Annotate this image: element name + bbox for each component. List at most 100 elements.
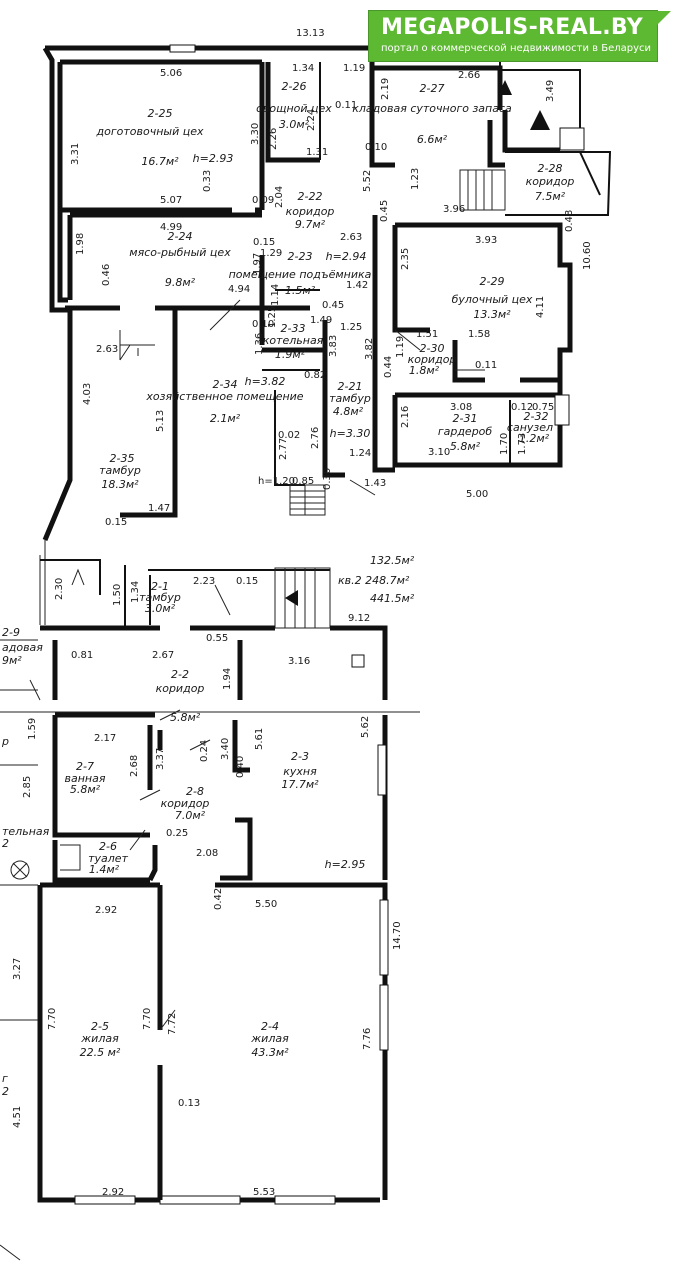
dimension-label: 0.44 [383, 356, 394, 378]
dimension-label: 1.34 [292, 63, 314, 74]
dimension-label: 9.12 [348, 613, 370, 624]
svg-text:г: г [2, 1072, 8, 1085]
svg-text:2-8: 2-8 [186, 785, 204, 798]
svg-text:коридор: коридор [156, 682, 205, 695]
summary-floor-area: кв.2 248.7м² [338, 574, 410, 587]
svg-text:жилая: жилая [80, 1032, 119, 1045]
room-2-26: 2-26 овощной цех 3.0м² [256, 80, 332, 131]
svg-text:2-24: 2-24 [168, 230, 193, 243]
dimension-label: 10.60 [582, 241, 593, 270]
svg-text:2-2: 2-2 [171, 668, 189, 681]
svg-text:помещение подъёмника: помещение подъёмника [229, 268, 372, 281]
svg-text:1.4м²: 1.4м² [89, 863, 120, 876]
dimension-label: 0.12 [511, 402, 533, 413]
dimension-label: 2.35 [400, 248, 411, 270]
svg-text:5.8м²: 5.8м² [70, 783, 101, 796]
svg-text:булочный цех: булочный цех [452, 293, 533, 306]
dimension-label: 0.09 [252, 195, 274, 206]
dimension-label: 2.77 [278, 438, 289, 460]
dimension-label: 3.31 [70, 143, 81, 165]
dimension-label: 5.07 [160, 195, 182, 206]
dimension-label: 1.58 [468, 329, 490, 340]
dimension-label: 0.85 [292, 476, 314, 487]
dimension-label: 4.99 [160, 222, 182, 233]
svg-text:кухня: кухня [283, 765, 317, 778]
svg-text:7.0м²: 7.0м² [175, 809, 206, 822]
svg-text:22.5 м²: 22.5 м² [80, 1046, 121, 1059]
dimension-label: 0.24 [199, 740, 210, 762]
svg-text:2-33: 2-33 [281, 322, 306, 335]
svg-text:5.8м²: 5.8м² [450, 440, 481, 453]
dimension-label: 3.30 [250, 123, 261, 145]
svg-text:9м²: 9м² [2, 654, 22, 667]
room-2-22: 2-22 коридор 9.7м² [286, 190, 335, 231]
dimension-label: 0.15 [105, 517, 127, 528]
dimension-label: 2.92 [95, 905, 117, 916]
svg-text:h=3.30: h=3.30 [330, 427, 371, 440]
dimension-label: 2.76 [310, 427, 321, 449]
dimension-label: 2.08 [196, 848, 218, 859]
dimension-label: 0.40 [235, 756, 246, 778]
dimension-label: 5.06 [160, 68, 182, 79]
svg-text:2-27: 2-27 [420, 82, 445, 95]
svg-text:гардероб: гардероб [438, 425, 493, 438]
dimension-label: 0.10 [365, 142, 387, 153]
dimension-label: 2.17 [94, 733, 116, 744]
svg-text:1.2м²: 1.2м² [519, 432, 550, 445]
dimension-label: 3.27 [12, 958, 23, 980]
room-2-34: 2-34 хозяйственное помещение 2.1м² h=3.8… [145, 375, 303, 425]
brand-name[interactable]: MEGAPOLIS-REAL.BY [381, 15, 643, 40]
svg-text:коридор: коридор [408, 353, 457, 366]
dimension-label: 1.98 [75, 233, 86, 255]
svg-text:9.8м²: 9.8м² [165, 276, 196, 289]
svg-text:кладовая суточного запаса: кладовая суточного запаса [352, 102, 512, 115]
dimension-label: 0.48 [564, 210, 575, 232]
svg-text:h=2.94: h=2.94 [326, 250, 367, 263]
dimension-label: 14.70 [392, 921, 403, 950]
brand-corner [657, 11, 671, 25]
svg-text:18.3м²: 18.3м² [101, 478, 139, 491]
svg-text:тельная: тельная [2, 825, 50, 838]
svg-text:13.3м²: 13.3м² [473, 308, 511, 321]
svg-text:1.9м²: 1.9м² [275, 348, 306, 361]
dimension-label: 2.26 [268, 128, 279, 150]
dimension-label: 2.66 [458, 70, 480, 81]
dimension-label: 1.59 [27, 718, 38, 740]
room-name: доготовочный цех [96, 125, 204, 138]
svg-text:2-22: 2-22 [298, 190, 323, 203]
svg-text:хозяйственное помещение: хозяйственное помещение [145, 390, 303, 403]
dimension-label: 0.15 [253, 237, 275, 248]
svg-text:1.5м²: 1.5м² [285, 284, 316, 297]
dimension-label: 0.30 [322, 468, 333, 490]
dimension-label: 2.68 [129, 755, 140, 777]
dimension-label: 7.70 [142, 1008, 153, 1030]
svg-text:тамбур: тамбур [329, 392, 371, 405]
svg-text:2-5: 2-5 [91, 1020, 109, 1033]
svg-text:1.8м²: 1.8м² [409, 364, 440, 377]
svg-text:7.5м²: 7.5м² [535, 190, 566, 203]
room-2-30: 2-30 коридор 1.8м² [408, 342, 457, 377]
dimension-label: 3.49 [545, 80, 556, 102]
dimension-label: 5.53 [253, 1187, 275, 1198]
svg-text:коридор: коридор [286, 205, 335, 218]
dimension-label: 0.82 [304, 370, 326, 381]
dimension-label: 1.73 [517, 433, 528, 455]
dimension-label: 1.19 [395, 336, 406, 358]
dimension-label: 7.76 [362, 1028, 373, 1050]
dimension-label: 0.15 [236, 576, 258, 587]
dimension-label: 2.92 [102, 1187, 124, 1198]
svg-text:2-1: 2-1 [151, 580, 169, 593]
svg-text:адовая: адовая [2, 641, 43, 654]
brand-banner[interactable]: MEGAPOLIS-REAL.BY портал о коммерческой … [368, 10, 671, 62]
dimension-label: 5.61 [254, 728, 265, 750]
dimension-label: 0.75 [532, 402, 554, 413]
dimension-label: 1.25 [267, 306, 278, 328]
svg-text:2-29: 2-29 [480, 275, 505, 288]
dimension-label: 0.02 [278, 430, 300, 441]
room-2-33: 2-33 котельная 1.9м² [263, 322, 324, 361]
dimension-label: 1.94 [222, 668, 233, 690]
room-2-6: 2-6 туалет 1.4м² [88, 840, 128, 876]
svg-text:р: р [1, 735, 9, 748]
